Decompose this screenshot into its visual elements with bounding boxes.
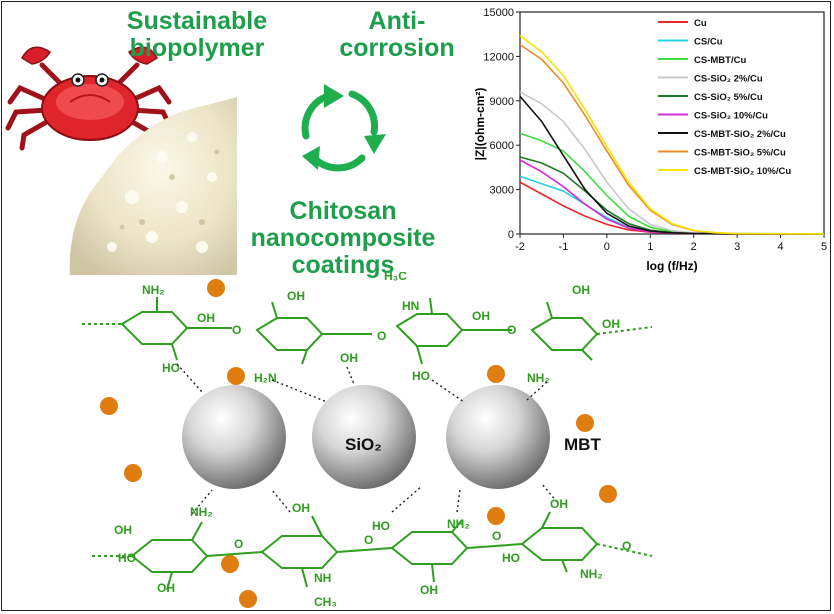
legend-entry: Cu (694, 18, 707, 29)
mbt-dot (221, 555, 239, 573)
nh2-label: NH₂ (580, 567, 603, 581)
coatings-line: coatings (291, 251, 395, 279)
y-tick-label: 12000 (483, 51, 514, 63)
oh-label: OH (420, 583, 438, 597)
legend-entry: CS-MBT-SiO₂ 5%/Cu (694, 148, 786, 159)
ho-label: HO (372, 519, 390, 533)
molecular-scheme: NH₂ OH O HO OH H₂N OH O HN OH HO O OH OH… (82, 272, 653, 609)
oh-label: OH (287, 289, 305, 303)
x-tick-label: 5 (821, 241, 827, 253)
legend-entry: CS-MBT-SiO₂ 2%/Cu (694, 129, 786, 140)
chitosan-coatings-title: Chitosan nanocomposite coatings (238, 198, 448, 279)
mbt-label: MBT (564, 435, 601, 454)
y-tick-label: 0 (508, 229, 514, 241)
h3c-label: H₃C (384, 272, 407, 283)
o-label: O (492, 529, 501, 543)
anti-line: Anti- (368, 7, 426, 35)
o-label: O (234, 537, 243, 551)
y-tick-label: 15000 (483, 7, 514, 19)
nh2-label: NH₂ (527, 371, 550, 385)
legend-entry: CS-MBT/Cu (694, 55, 746, 66)
sio2-nanoparticles (182, 385, 550, 489)
mbt-dot (100, 397, 118, 415)
anti-corrosion-title: Anti- corrosion (332, 8, 462, 62)
y-tick-label: 9000 (490, 96, 514, 108)
sio2-sphere (446, 385, 550, 489)
x-tick-label: 2 (691, 241, 697, 253)
legend-entry: CS-SiO₂ 5%/Cu (694, 92, 763, 103)
nh2-label: NH₂ (447, 517, 470, 531)
o-label: O (622, 539, 631, 553)
o-label: O (364, 533, 373, 547)
x-axis-label: log (f/Hz) (646, 259, 697, 273)
h2n-label: H₂N (254, 371, 277, 385)
mbt-dot (239, 590, 257, 608)
interaction-arrows (176, 363, 558, 515)
x-tick-label: 3 (734, 241, 740, 253)
oh-label: OH (114, 523, 132, 537)
sio2-sphere (312, 385, 416, 489)
legend-entry: CS-MBT-SiO₂ 10%/Cu (694, 166, 791, 177)
oh-label: OH (197, 311, 215, 325)
mbt-dot (227, 367, 245, 385)
ho-label: HO (118, 551, 136, 565)
ch3-label: CH₃ (314, 595, 337, 609)
ho-label: HO (162, 361, 180, 375)
oh-label: OH (157, 581, 175, 595)
x-tick-label: 4 (778, 241, 784, 253)
chitosan-powder-icon (69, 97, 237, 275)
x-tick-label: 0 (604, 241, 610, 253)
x-tick-label: -2 (515, 241, 525, 253)
plot-frame (519, 11, 825, 235)
ho-label: HO (502, 551, 520, 565)
corrosion-line: corrosion (339, 34, 455, 62)
series-line (519, 35, 825, 235)
mbt-dot (599, 485, 617, 503)
nh2-label: NH₂ (142, 283, 165, 297)
mbt-molecules (100, 279, 617, 608)
nanocomposite-line: nanocomposite (250, 224, 436, 252)
series-line (519, 95, 824, 235)
o-label: O (377, 329, 386, 343)
oh-label: OH (602, 317, 620, 331)
y-tick-label: 6000 (490, 140, 514, 152)
oh-label: OH (340, 351, 358, 365)
oh-label: OH (550, 497, 568, 511)
mbt-dot (207, 279, 225, 297)
biopolymer-line: biopolymer (129, 34, 265, 62)
x-tick-label: -1 (559, 241, 569, 253)
chitosan-line: Chitosan (289, 197, 397, 225)
sustainable-line: Sustainable (126, 7, 268, 35)
plot-area: 0 3000 6000 9000 12000 15000 -2 -1 0 1 2 3 4 5 CuCS/Cu… (483, 7, 827, 253)
legend-entry: CS-SiO₂ 10%/Cu (694, 111, 768, 122)
hn-label: HN (402, 299, 419, 313)
impedance-chart: 0 3000 6000 9000 12000 15000 -2 -1 0 1 2 3 4 5 CuCS/Cu… (473, 7, 827, 273)
legend-entry: CS-SiO₂ 2%/Cu (694, 74, 763, 85)
mbt-dot (124, 464, 142, 482)
crab-icon (5, 46, 174, 151)
sustainable-biopolymer-title: Sustainable biopolymer (122, 8, 272, 62)
sio2-label: SiO₂ (345, 435, 382, 454)
chitosan-chain-top (82, 297, 653, 365)
o-label: O (507, 323, 516, 337)
recycle-arrows-icon (301, 84, 386, 172)
oh-label: OH (292, 501, 310, 515)
legend-entry: CS/Cu (694, 37, 723, 48)
mbt-dot (487, 365, 505, 383)
x-tick-label: 1 (647, 241, 653, 253)
oh-label: OH (472, 309, 490, 323)
ho-label: HO (412, 369, 430, 383)
y-axis-label: |Z|(ohm-cm²) (473, 88, 487, 161)
oh-label: OH (572, 283, 590, 297)
o-label: O (232, 323, 241, 337)
mbt-dot (487, 507, 505, 525)
sio2-sphere (182, 385, 286, 489)
nh-label: NH (314, 571, 331, 585)
y-tick-label: 3000 (490, 185, 514, 197)
nh2-label: NH₂ (190, 505, 213, 519)
mbt-dot (576, 414, 594, 432)
chitosan-chain-bottom (92, 511, 653, 591)
